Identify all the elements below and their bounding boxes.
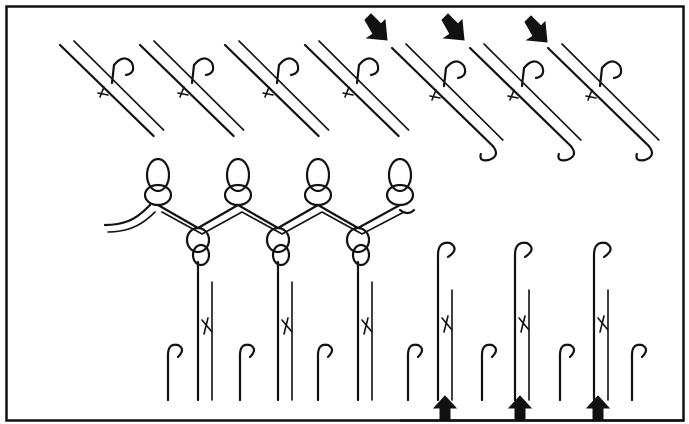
needle-latch — [342, 86, 354, 98]
lower-needle-1 — [196, 260, 213, 402]
needle-shank-back — [483, 43, 582, 141]
stitch-loop-top-2 — [225, 157, 251, 193]
upper-needle-7 — [546, 43, 660, 162]
needle-latch-hook — [190, 57, 215, 85]
down-arrow-group — [364, 13, 548, 43]
needle-latch — [518, 315, 530, 333]
lower-short-hook-1 — [166, 343, 184, 402]
needle-latch — [177, 86, 189, 98]
arrow-up-icon-1 — [432, 395, 458, 420]
needle-latch-hook — [598, 60, 623, 88]
lower-needle-bed — [166, 241, 648, 402]
raised-needle-1 — [436, 241, 456, 402]
needle-latch — [97, 86, 109, 98]
needle-shank-back — [238, 40, 330, 131]
needle-shank — [390, 46, 494, 148]
needle-tip-hook — [557, 144, 576, 162]
raised-needle-3 — [592, 241, 612, 402]
needle-shank-back — [405, 43, 504, 141]
yarn-end — [398, 208, 416, 215]
upper-needle-6 — [468, 43, 582, 162]
stitch-knot-top-3 — [303, 183, 333, 207]
arrow-down-right-icon-1 — [364, 13, 388, 41]
stitch-knot-top-1 — [143, 183, 173, 207]
lower-short-hook-4 — [406, 343, 424, 402]
yarn-tail — [103, 203, 152, 227]
needle-latch — [262, 86, 274, 98]
stitch-knot-bottom-2 — [271, 243, 291, 267]
needle-latch — [507, 89, 519, 101]
needle-tip-hook — [479, 144, 498, 162]
needle-latch-hook — [110, 57, 135, 85]
lower-short-hook-2 — [238, 343, 256, 402]
lower-short-hook-5 — [480, 343, 498, 402]
arrow-down-right-icon-2 — [441, 13, 465, 41]
stitch-knot-top-2 — [223, 183, 253, 207]
needle-hook — [592, 241, 612, 402]
needle-latch — [429, 89, 441, 101]
lower-short-hook-6 — [558, 343, 576, 402]
arrow-up-icon-2 — [507, 395, 533, 420]
needle-hook — [513, 241, 533, 402]
lower-needle-2 — [276, 260, 293, 402]
needle-shank-back — [153, 40, 245, 131]
needle-shank — [138, 43, 235, 138]
arrow-up-icon-3 — [585, 395, 611, 420]
yarn-tail-2 — [107, 211, 156, 233]
needle-shank — [546, 46, 650, 148]
needle-shank-back — [73, 40, 165, 131]
needle-shank-back — [561, 43, 660, 141]
needle-latch — [597, 315, 609, 333]
needle-latch — [201, 317, 213, 335]
yarn-zigzag — [156, 203, 402, 230]
needle-latch — [585, 89, 597, 101]
needle-hook — [436, 241, 456, 402]
raised-needle-2 — [513, 241, 533, 402]
needle-latch — [441, 315, 453, 333]
yarn-zigzag-2 — [161, 211, 405, 235]
needle-latch-hook — [275, 57, 300, 85]
needle-latch — [281, 317, 293, 335]
upper-needle-1 — [58, 40, 165, 138]
needle-latch — [361, 317, 373, 335]
needle-shank — [223, 43, 320, 138]
needle-latch-hook — [355, 57, 380, 85]
stitch-knot-top-4 — [385, 183, 415, 207]
needle-shank-back — [318, 40, 410, 131]
yarn-chain — [103, 157, 416, 267]
upper-needle-bed — [58, 40, 660, 162]
stitch-knot-bottom-1 — [191, 243, 211, 267]
arrow-down-right-icon-3 — [524, 15, 548, 43]
stitch-loop-top-4 — [387, 157, 413, 193]
up-arrow-group — [432, 395, 611, 420]
stitch-knot-bottom-3 — [351, 243, 371, 267]
needle-shank — [58, 43, 155, 138]
needle-shank — [303, 43, 400, 138]
lower-needle-3 — [356, 260, 373, 402]
upper-needle-2 — [138, 40, 245, 138]
upper-needle-5 — [390, 43, 504, 162]
stitch-loop-top-1 — [145, 157, 171, 193]
lower-short-hook-3 — [316, 343, 334, 402]
stitch-loop-top-3 — [305, 157, 331, 193]
needle-latch-hook — [520, 60, 545, 88]
needle-tip-hook — [635, 144, 654, 162]
upper-needle-4 — [303, 40, 410, 138]
needle-shank — [468, 46, 572, 148]
upper-needle-3 — [223, 40, 330, 138]
needle-latch-hook — [442, 60, 467, 88]
figure-border — [5, 5, 685, 422]
lower-short-hook-7 — [630, 343, 648, 402]
